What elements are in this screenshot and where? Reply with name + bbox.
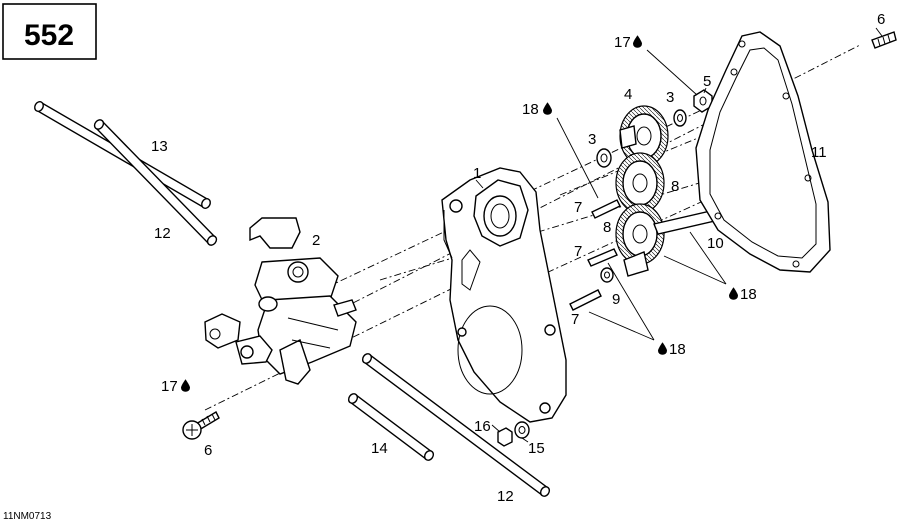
callout-14: 14 [371,440,388,457]
callout-18-top: 18 [522,101,539,118]
callout-10: 10 [707,235,724,252]
pin-7-middle [587,248,618,267]
oil-drop-icon [729,287,738,300]
callout-8-upper: 8 [671,178,679,195]
callout-7-bottom: 7 [571,311,579,328]
callout-12-upper: 12 [154,225,171,242]
callout-17-top: 17 [614,34,631,51]
oil-drop-icon [181,379,190,392]
callout-18-bottom: 18 [669,341,686,358]
figure-code: 11NM0713 [3,511,52,522]
callout-3-upper: 3 [666,89,674,106]
callout-3-lower: 3 [588,131,596,148]
washer-3-lower [596,148,612,168]
callout-13: 13 [151,138,168,155]
washer-3-upper [673,109,687,127]
gear-8-upper [615,152,665,214]
callout-17-left: 17 [161,378,178,395]
washer-9 [600,267,614,283]
oil-pump-housing [441,167,567,423]
nut-16 [497,427,513,447]
tube-12-lower [361,353,551,497]
callout-4: 4 [624,86,632,103]
callout-labels: 1 2 3 3 4 5 6 6 7 7 7 8 8 9 10 11 12 12 … [151,11,885,505]
callout-18-right: 18 [740,286,757,303]
oil-drop-icon [658,342,667,355]
pin-7-bottom [569,289,602,311]
screw-6-left [182,411,220,440]
callout-15: 15 [528,440,545,457]
callout-7-middle: 7 [574,243,582,260]
callout-12-lower: 12 [497,488,514,505]
badge-text: 552 [24,19,74,52]
callout-16: 16 [474,418,491,435]
callout-9: 9 [612,291,620,308]
screw-6-right [871,31,897,49]
tube-12-upper [93,119,218,246]
diagram-number-badge: 552 [2,3,97,60]
callout-2: 2 [312,232,320,249]
callout-6-right: 6 [877,11,885,28]
pin-7-top [591,199,621,219]
callout-8-lower: 8 [603,219,611,236]
tube-14 [347,393,435,461]
callout-5: 5 [703,73,711,90]
oil-drop-icon [633,35,642,48]
leader-lines [475,27,883,443]
oil-pump [204,217,357,385]
callout-6-left: 6 [204,442,212,459]
callout-7-top: 7 [574,199,582,216]
callout-1: 1 [473,165,481,182]
washer-15 [514,421,530,439]
callout-11: 11 [811,144,827,161]
gasket-11 [695,31,831,273]
oil-drop-icon [543,102,552,115]
gear-8-lower [615,203,665,277]
